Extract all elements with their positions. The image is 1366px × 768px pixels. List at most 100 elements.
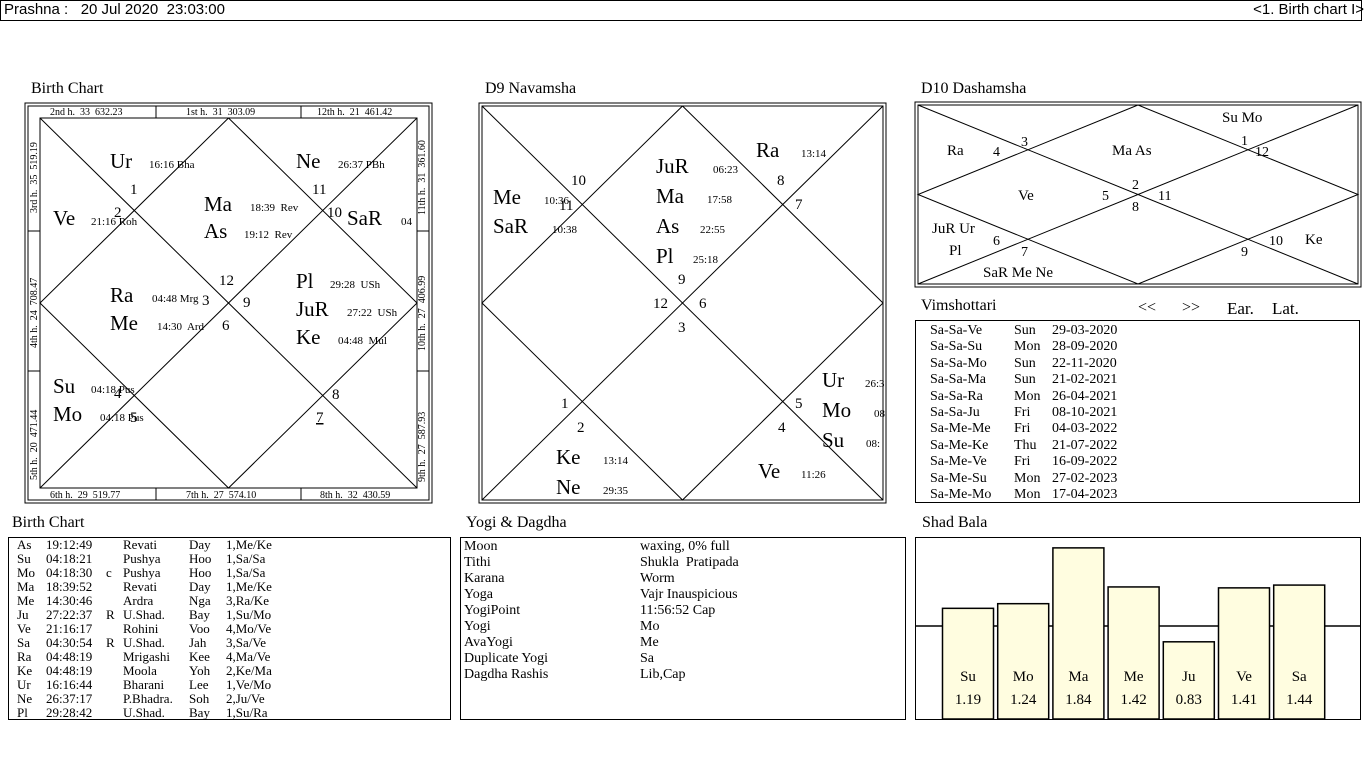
dashamsha-chart[interactable]: 3 1 4 12 2 5 11 8 6 7 9 10 Su Mo Ra Ma A…	[914, 101, 1362, 288]
shadbala-bar-ve	[1217, 587, 1271, 719]
planet-uranus: Ur	[822, 368, 844, 392]
syllable: Hoo	[189, 565, 212, 580]
planet-moon-degree: 08	[874, 408, 886, 420]
ascendant-degree: 22:55	[700, 224, 726, 236]
next-period-button[interactable]: >>	[1182, 299, 1201, 316]
pada-lords: 1,Su/Mo	[226, 607, 272, 622]
planet-degree: 29:28:42	[46, 705, 93, 720]
sign-number: 2	[114, 205, 122, 221]
dasha-date: 04-03-2022	[1052, 421, 1118, 437]
syllable: Nga	[189, 593, 211, 608]
planet-ketu-degree: 13:14	[603, 455, 629, 467]
planet-name: Pl	[17, 705, 28, 720]
earlier-button[interactable]: Ear.	[1227, 299, 1254, 318]
dasha-weekday: Mon	[1014, 388, 1041, 404]
planets-mars-ascendant: Ma As	[1112, 143, 1152, 159]
syllable: Lee	[189, 677, 209, 692]
navamsha-title: D9 Navamsha	[485, 80, 577, 97]
title-bar: Prashna : 20 Jul 2020 23:03:00 <1. Birth…	[0, 0, 1364, 21]
pada-lords: 1,Me/Ke	[226, 537, 272, 552]
yogi-value: Vajr Inauspicious	[640, 587, 738, 602]
sign-number: 4	[114, 386, 122, 402]
sign-number: 1	[561, 396, 569, 412]
planet-flag	[106, 622, 123, 636]
sign-number: 10	[1269, 234, 1283, 249]
planet-name: Sa	[17, 635, 30, 650]
planet-degree: 04:18:21	[46, 551, 93, 566]
shadbala-chart: Su1.19Mo1.24Ma1.84Me1.42Ju0.83Ve1.41Sa1.…	[916, 547, 1360, 719]
sign-number: 5	[795, 396, 803, 412]
yogi-value: Me	[640, 635, 659, 650]
planet-rahu: Ra	[756, 138, 780, 162]
nakshatra: Ardra	[123, 593, 154, 608]
planet-mercury: Me	[110, 311, 138, 335]
yogi-key: Yogi	[464, 619, 491, 634]
planet-saturn-degree: 10:38	[552, 224, 578, 236]
planet-mars-degree: 17:58	[707, 194, 733, 206]
navamsha-chart[interactable]: 10 11 8 7 9 12 6 3 1 2 5 4 Ra 13:14 JuR …	[478, 101, 888, 505]
rasi-chart[interactable]: 2nd h. 33 632.23 1st h. 31 303.09 12th h…	[24, 101, 434, 505]
sign-number: 10	[571, 173, 586, 189]
dasha-period: Sa-Sa-Ve	[930, 323, 983, 338]
pada-lords: 4,Ma/Ve	[226, 649, 271, 664]
yogi-value: Shukla Pratipada	[640, 555, 739, 570]
sign-number: 1	[1241, 134, 1248, 149]
planet-flag	[106, 594, 123, 608]
planet-jupiter: JuR	[656, 154, 689, 178]
nakshatra: U.Shad.	[123, 705, 165, 720]
dasha-weekday: Thu	[1014, 437, 1037, 453]
house-3-label: 3rd h. 35 519.19	[29, 142, 40, 213]
planet-pluto: Pl	[296, 269, 314, 293]
dasha-period: Sa-Me-Me	[930, 421, 991, 437]
syllable: Bay	[189, 705, 210, 720]
planet-degree: 16:16:44	[46, 677, 93, 692]
sign-number: 5	[1102, 189, 1109, 204]
shadbala-category-label: Sa	[1292, 669, 1307, 685]
later-button[interactable]: Lat.	[1272, 299, 1299, 318]
dasha-date: 21-07-2022	[1052, 437, 1118, 453]
planet-name: Ur	[17, 677, 31, 692]
planet-name: Ve	[17, 621, 31, 636]
house-4-label: 4th h. 24 708.47	[29, 278, 40, 348]
chart-selector-button[interactable]: <1. Birth chart I>	[1253, 1, 1364, 18]
sign-number: 11	[559, 198, 573, 214]
syllable: Voo	[189, 621, 210, 636]
birth-chart-title: Birth Chart	[31, 80, 104, 97]
shadbala-value-label: 1.42	[1120, 692, 1146, 708]
planet-degree: 04:18:30	[46, 565, 93, 580]
sign-number: 7	[1021, 245, 1028, 260]
sign-number: 11	[1158, 189, 1171, 204]
planet-pluto: Pl	[656, 244, 674, 268]
yogi-title: Yogi & Dagdha	[466, 514, 567, 531]
sign-number: 7	[316, 410, 324, 426]
shadbala-bar-ma	[1052, 547, 1105, 719]
planet-neptune-degree: 26:37 PBh	[338, 159, 385, 171]
prev-period-button[interactable]: <<	[1138, 299, 1157, 316]
nakshatra: Moola	[123, 663, 157, 678]
sign-number: 6	[993, 234, 1000, 249]
dashamsha-title: D10 Dashamsha	[921, 80, 1027, 97]
house-2-label: 2nd h. 33 632.23	[50, 107, 123, 118]
prashna-datetime: Prashna : 20 Jul 2020 23:03:00	[4, 1, 225, 18]
